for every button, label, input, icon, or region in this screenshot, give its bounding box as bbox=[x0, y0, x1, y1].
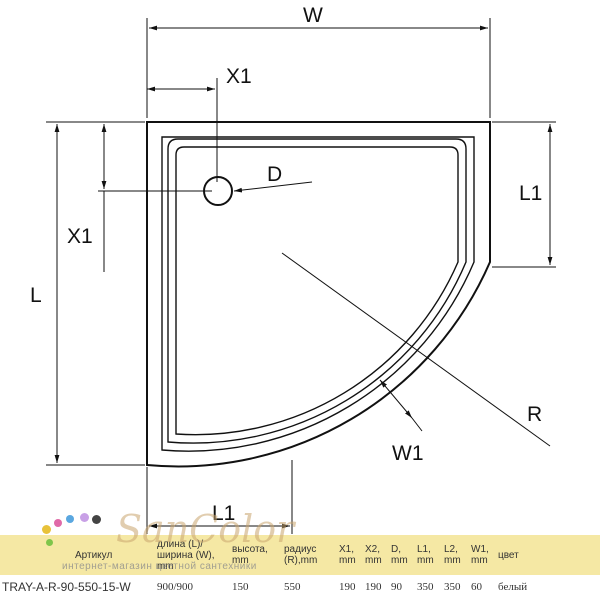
x1-top-label: X1 bbox=[226, 65, 252, 88]
header-x2: X2, mm bbox=[363, 535, 389, 575]
header-article: Артикул bbox=[0, 535, 155, 575]
table-header-row: Артикул длина (L)/ ширина (W), mm высота… bbox=[0, 535, 600, 575]
cell-w1: 60 bbox=[471, 581, 482, 593]
shower-tray-diagram: W X1 X1 D L L1 R W1 L1 bbox=[30, 4, 556, 534]
header-radius: радиус (R),mm bbox=[282, 535, 337, 575]
cell-l1: 350 bbox=[417, 581, 434, 593]
header-height: высота, mm bbox=[230, 535, 282, 575]
cell-radius: 550 bbox=[284, 581, 301, 593]
header-x1: X1, mm bbox=[337, 535, 363, 575]
tray-rim-outline bbox=[161, 136, 475, 452]
w1-dimension-line bbox=[379, 379, 413, 419]
l1-bottom-label: L1 bbox=[212, 502, 235, 525]
d-label: D bbox=[267, 163, 282, 186]
cell-article: TRAY-A-R-90-550-15-W bbox=[2, 580, 131, 594]
l-label: L bbox=[30, 284, 42, 307]
r-radius-line bbox=[281, 252, 551, 447]
w-label: W bbox=[303, 4, 323, 27]
header-length-width: длина (L)/ ширина (W), mm bbox=[155, 535, 230, 575]
header-l2: L2, mm bbox=[442, 535, 469, 575]
cell-d: 90 bbox=[391, 581, 402, 593]
cell-height: 150 bbox=[232, 581, 249, 593]
d-leader-line bbox=[233, 181, 313, 193]
cell-x2: 190 bbox=[365, 581, 382, 593]
header-color: цвет bbox=[496, 535, 600, 575]
cell-color: белый bbox=[498, 581, 528, 593]
cell-l2: 350 bbox=[444, 581, 461, 593]
r-label: R bbox=[527, 403, 542, 426]
tray-inner-outline-a bbox=[167, 138, 467, 444]
tray-outer-outline bbox=[146, 121, 491, 468]
table-row: TRAY-A-R-90-550-15-W 900/900 150 550 190… bbox=[0, 575, 600, 599]
tray-inner-outline-b bbox=[175, 146, 459, 436]
spec-table: Артикул длина (L)/ ширина (W), mm высота… bbox=[0, 535, 600, 599]
header-d: D, mm bbox=[389, 535, 415, 575]
x1-left-label: X1 bbox=[67, 225, 93, 248]
cell-x1: 190 bbox=[339, 581, 356, 593]
header-l1: L1, mm bbox=[415, 535, 442, 575]
l1-right-label: L1 bbox=[519, 182, 542, 205]
header-w1: W1, mm bbox=[469, 535, 496, 575]
w1-label: W1 bbox=[392, 442, 424, 465]
cell-length-width: 900/900 bbox=[157, 581, 194, 593]
